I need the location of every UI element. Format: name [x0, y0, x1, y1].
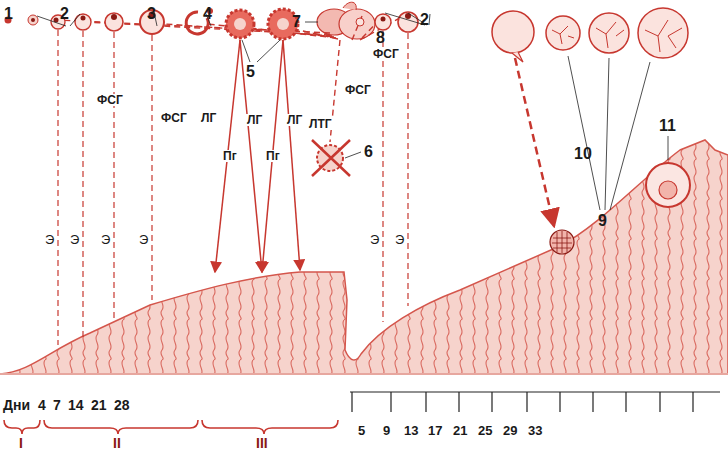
hormone-label: ЛГ — [200, 112, 217, 124]
callout-number: 1 — [4, 6, 13, 22]
phase-number: I — [19, 436, 23, 450]
hormone-label: ЛГ — [246, 114, 263, 126]
callout-number: 8 — [376, 30, 385, 46]
callout-number: 10 — [574, 146, 592, 162]
hormone-label: ФСГ — [160, 112, 188, 124]
day-number: 28 — [114, 398, 130, 412]
hormone-label: ЛТГ — [308, 118, 333, 130]
phase-number: II — [113, 436, 121, 450]
day-number: 21 — [453, 424, 467, 437]
phase-number: III — [256, 436, 268, 450]
estrogen-label: Э — [44, 233, 55, 246]
day-number: 7 — [53, 398, 61, 412]
day-number: 13 — [404, 424, 418, 437]
day-number: 25 — [478, 424, 492, 437]
progesterone-label: Пг — [222, 150, 238, 162]
estrogen-label: Э — [138, 233, 149, 246]
day-number: 33 — [528, 424, 542, 437]
callout-number: 2 — [420, 12, 429, 28]
day-number: 5 — [358, 424, 365, 437]
hormone-label: ЛГ — [286, 114, 303, 126]
day-number: 14 — [68, 398, 84, 412]
callout-number: 11 — [659, 118, 676, 134]
hormone-label: ФСГ — [372, 48, 400, 60]
estrogen-label: Э — [100, 233, 111, 246]
callout-number: 6 — [364, 144, 373, 160]
hormone-label: ФСГ — [96, 94, 124, 106]
day-number: 17 — [428, 424, 442, 437]
callout-number: 3 — [147, 6, 156, 22]
callout-number: 9 — [598, 213, 607, 229]
callout-number: 2 — [60, 6, 69, 22]
day-number: 9 — [383, 424, 390, 437]
progesterone-label: Пг — [265, 150, 281, 162]
estrogen-label: Э — [69, 233, 80, 246]
callout-number: 4 — [203, 6, 212, 22]
estrogen-label: Э — [369, 233, 380, 246]
axis-title: Дни — [3, 398, 30, 412]
estrogen-label: Э — [394, 233, 405, 246]
day-number: 29 — [503, 424, 517, 437]
callout-number: 7 — [292, 14, 301, 30]
callout-number: 5 — [246, 64, 255, 80]
day-number: 21 — [91, 398, 107, 412]
day-number: 4 — [38, 398, 46, 412]
hormone-label: ФСГ — [344, 84, 372, 96]
